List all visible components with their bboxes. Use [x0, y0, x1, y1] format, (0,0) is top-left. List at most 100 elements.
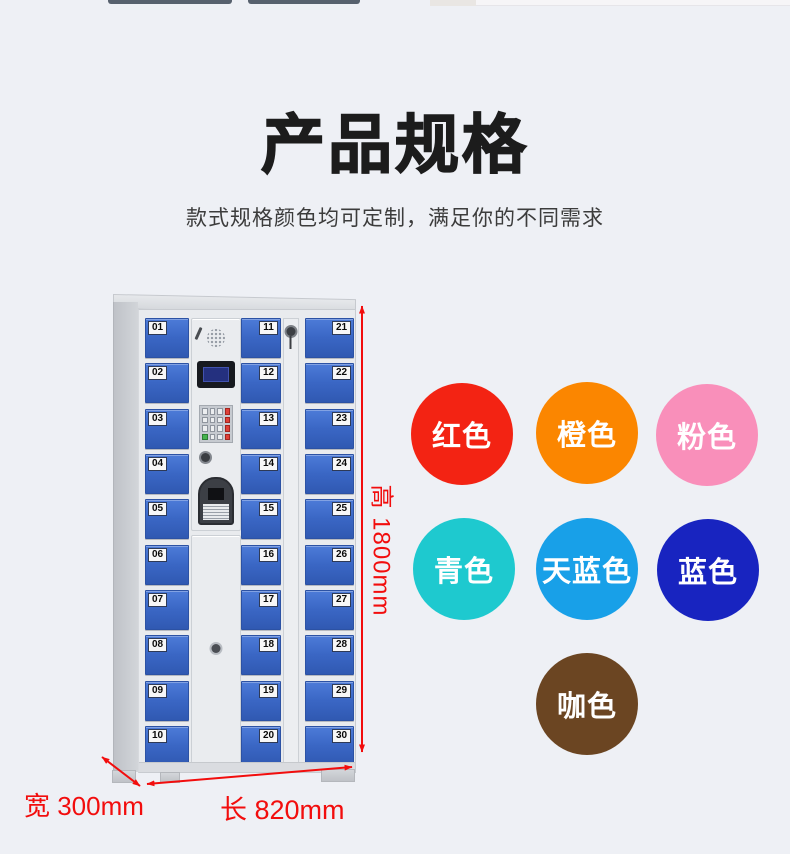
color-swatch: 橙色 [536, 382, 638, 484]
door-number: 02 [149, 367, 166, 380]
color-swatch-label: 红色 [431, 421, 492, 453]
door-number: 20 [260, 729, 277, 742]
locker-door: 18 [241, 635, 281, 676]
color-swatch: 蓝色 [657, 519, 759, 621]
control-lower-door [191, 535, 241, 766]
door-number: 23 [333, 412, 350, 425]
locker-door: 23 [305, 408, 354, 449]
door-number: 14 [260, 457, 277, 470]
color-swatch: 天蓝色 [536, 518, 638, 620]
color-swatch: 粉色 [656, 384, 758, 486]
emergency-device-label [203, 504, 229, 520]
door-number: 27 [333, 593, 350, 606]
door-number: 26 [333, 548, 350, 561]
locker-door: 22 [305, 363, 354, 404]
width-dimension-label: 宽 300mm [24, 791, 144, 821]
locker-door: 02 [145, 363, 189, 404]
top-cutoff-remnant [430, 0, 476, 6]
cabinet-front-face: 01 02 03 04 05 06 07 08 09 10 [138, 309, 356, 773]
cabinet-foot [321, 769, 355, 782]
locker-door: 07 [145, 589, 189, 630]
locker-door: 28 [305, 635, 354, 676]
lock-icon [211, 644, 221, 653]
locker-door: 17 [241, 589, 281, 630]
lcd-screen [197, 361, 235, 388]
door-number: 17 [260, 593, 277, 606]
door-number: 28 [333, 639, 350, 652]
door-number: 07 [149, 593, 166, 606]
page-title: 产品规格 [260, 108, 529, 182]
color-swatch-label: 青色 [433, 556, 494, 588]
door-number: 24 [333, 457, 350, 470]
emergency-unlock-device [198, 477, 234, 525]
locker-door: 08 [145, 635, 189, 676]
key-lock-icon [201, 453, 210, 462]
locker-door: 10 [145, 725, 189, 766]
locker-door: 27 [305, 589, 354, 630]
length-dimension-label: 长 820mm [220, 795, 345, 825]
locker-product-image: 01 02 03 04 05 06 07 08 09 10 [96, 292, 366, 797]
cabinet-side-face [113, 302, 138, 772]
locker-door: 29 [305, 680, 354, 721]
door-number: 11 [260, 322, 277, 334]
speaker-icon [207, 329, 225, 347]
locker-door: 30 [305, 725, 354, 766]
locker-door: 06 [145, 544, 189, 585]
color-swatch: 红色 [411, 383, 513, 485]
locker-door: 24 [305, 453, 354, 494]
door-number: 29 [333, 684, 350, 697]
locker-door: 03 [145, 408, 189, 449]
locker-door: 15 [241, 499, 281, 540]
door-number: 03 [149, 412, 166, 425]
cabinet-foot [112, 770, 136, 783]
door-number: 01 [149, 322, 166, 334]
emergency-device-screen [208, 488, 224, 500]
locker-door: 12 [241, 363, 281, 404]
key-tail-icon [194, 326, 203, 341]
color-swatch-label: 天蓝色 [541, 556, 632, 588]
door-column-right: 21 22 23 24 25 26 27 28 29 30 [305, 318, 354, 766]
locker-door: 14 [241, 453, 281, 494]
color-swatch: 青色 [413, 518, 515, 620]
locker-door: 19 [241, 680, 281, 721]
locker-door: 04 [145, 453, 189, 494]
door-number: 09 [149, 684, 166, 697]
color-swatch-label: 橙色 [556, 420, 617, 452]
top-cutoff-remnant [476, 0, 790, 6]
control-column [191, 318, 241, 766]
locker-door: 25 [305, 499, 354, 540]
locker-door: 01 [145, 318, 189, 358]
color-swatch-label: 粉色 [676, 422, 737, 454]
locker-door: 09 [145, 680, 189, 721]
door-column-left: 01 02 03 04 05 06 07 08 09 10 [145, 318, 189, 766]
page-subtitle: 款式规格颜色均可定制，满足你的不同需求 [186, 207, 604, 230]
top-cutoff-remnant [248, 0, 360, 4]
locker-door: 11 [241, 318, 281, 358]
locker-door: 21 [305, 318, 354, 358]
height-dimension-label: 高 1800mm [367, 484, 395, 617]
door-number: 21 [333, 322, 350, 334]
locker-door: 26 [305, 544, 354, 585]
key-icon [286, 327, 296, 349]
door-number: 25 [333, 503, 350, 516]
locker-door: 16 [241, 544, 281, 585]
door-number: 19 [260, 684, 277, 697]
door-number: 15 [260, 503, 277, 516]
door-number: 06 [149, 548, 166, 561]
key-strip [283, 318, 299, 766]
door-number: 30 [333, 729, 350, 742]
door-column-middle: 11 12 13 14 15 16 17 18 19 20 [241, 318, 281, 766]
cabinet-foot [160, 772, 180, 783]
door-number: 12 [260, 367, 277, 380]
keypad [199, 405, 233, 443]
door-number: 22 [333, 367, 350, 380]
door-number: 13 [260, 412, 277, 425]
top-cutoff-remnant [108, 0, 232, 4]
color-swatch-label: 咖色 [556, 691, 617, 723]
locker-door: 20 [241, 725, 281, 766]
door-number: 04 [149, 457, 166, 470]
lcd-display [203, 367, 229, 382]
locker-door: 05 [145, 499, 189, 540]
control-panel [191, 318, 241, 531]
